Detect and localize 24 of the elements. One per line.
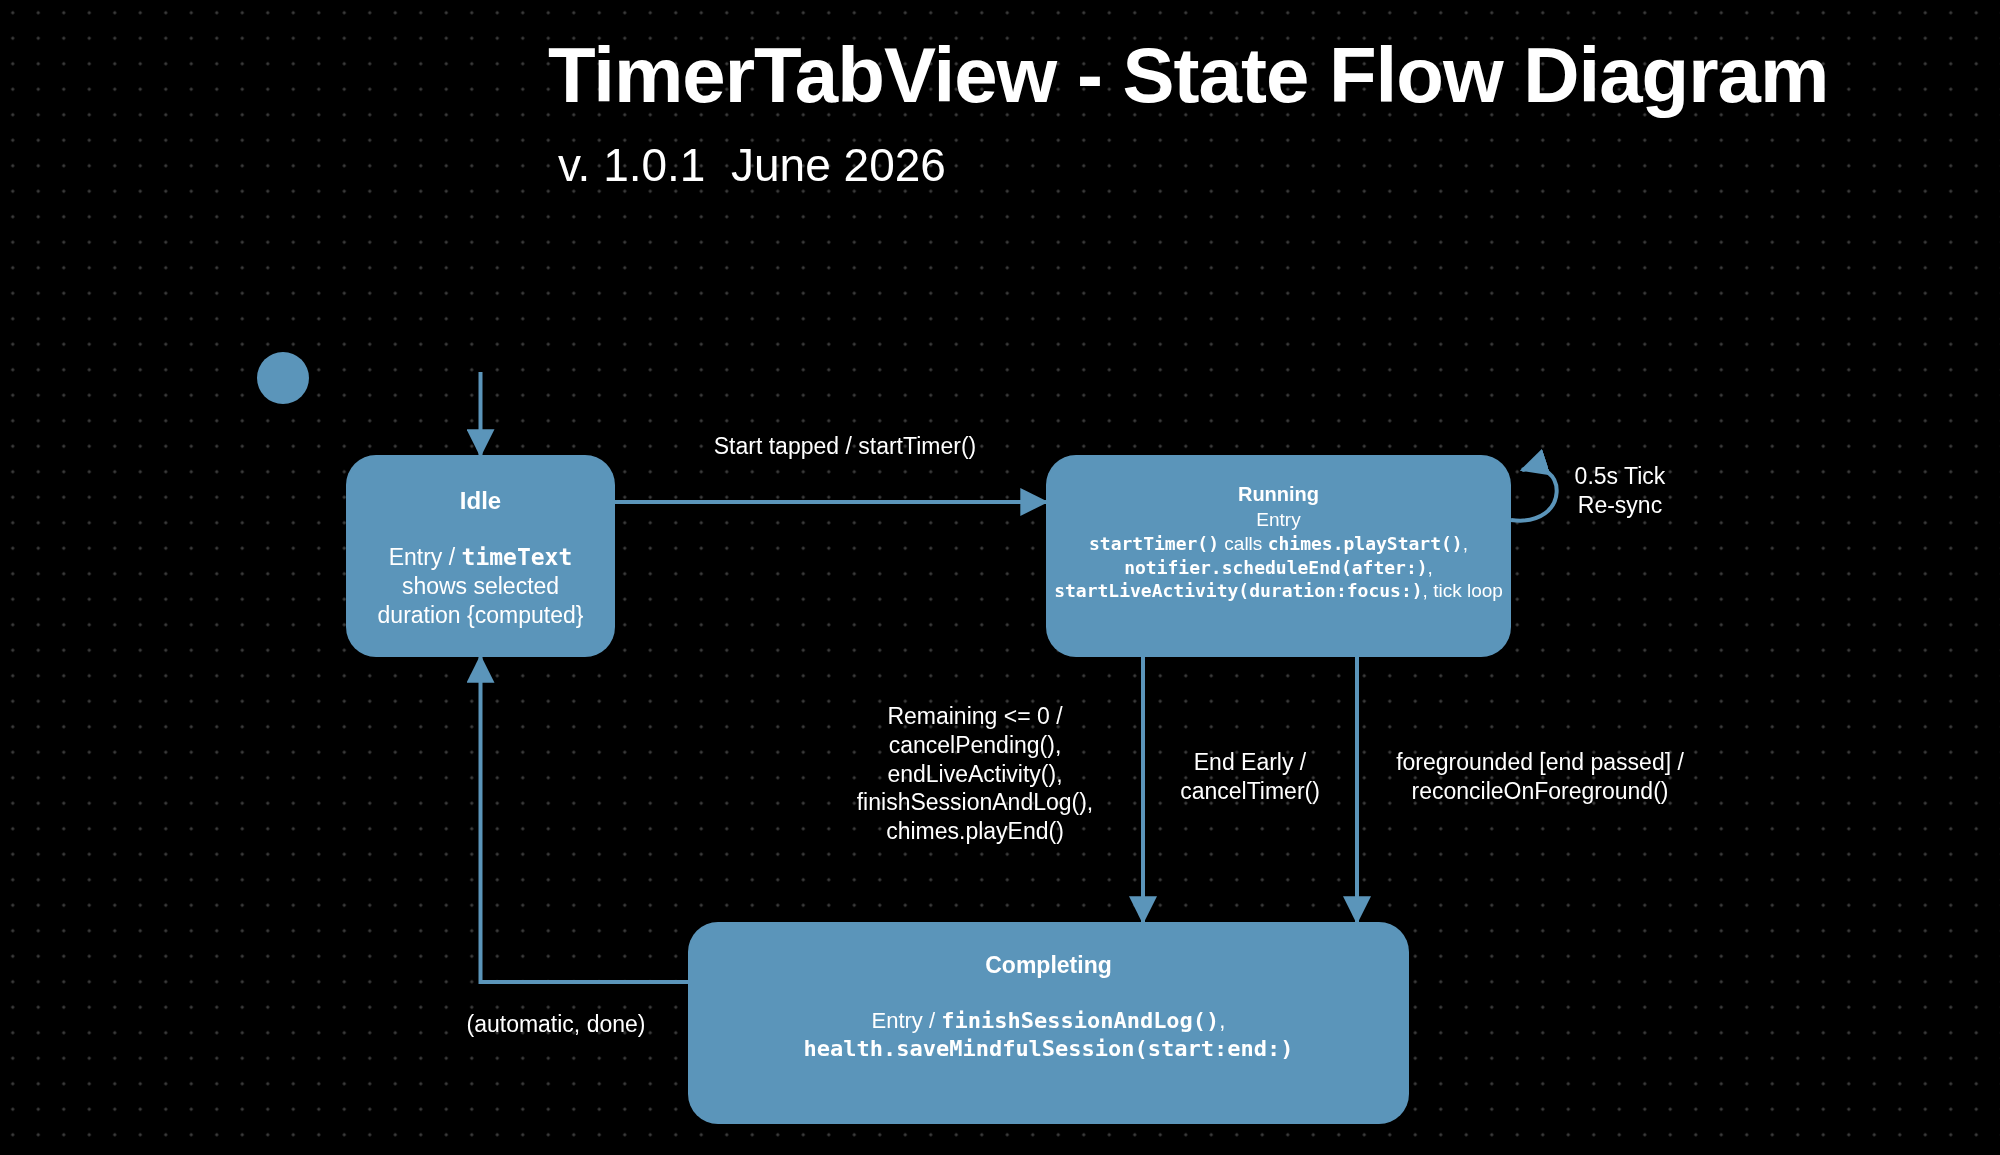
transition-label: End Early / cancelTimer()	[1179, 748, 1321, 806]
state-box	[1046, 455, 1511, 657]
initial-state-circle	[257, 352, 309, 404]
transition-label: 0.5s Tick Re-sync	[1573, 462, 1667, 520]
state-box	[688, 922, 1409, 1124]
transition-label: foregrounded [end passed] / reconcileOnForeground()	[1395, 748, 1685, 806]
state-action-text: Entry / finishSessionAndLog(), health.saveMindfulSession(start:end:)	[802, 1007, 1295, 1062]
state-action-text: Entry	[1256, 508, 1301, 532]
state-action-text: Entry / timeText shows selected duration {computed}	[376, 543, 585, 630]
transition-arrow	[1129, 657, 1157, 925]
diagram-title: TimerTabView - State Flow Diagram	[548, 30, 1829, 121]
state-name: Completing	[985, 952, 1112, 979]
version-date-text: v. 1.0.1 June 2026	[558, 138, 946, 192]
state-name: Idle	[459, 487, 502, 515]
transition-arrow	[1343, 657, 1371, 925]
self-loop-arrow	[1510, 451, 1559, 523]
state-box	[346, 455, 615, 657]
state-action-text: startTimer() calls chimes.playStart(), notifier.scheduleEnd(after:), startLiveActivity(duration:focus:), tick loop	[1053, 531, 1504, 603]
state-name: Running	[1237, 483, 1320, 506]
transition-arrow	[466, 654, 688, 984]
transition-label: (automatic, done)	[465, 1010, 647, 1039]
transition-label: Start tapped / startTimer()	[712, 432, 978, 461]
transition-arrow	[466, 372, 495, 458]
transition-label: Remaining <= 0 / cancelPending(), endLiveActivity(), finishSessionAndLog(), chimes.playEnd()	[855, 702, 1095, 846]
